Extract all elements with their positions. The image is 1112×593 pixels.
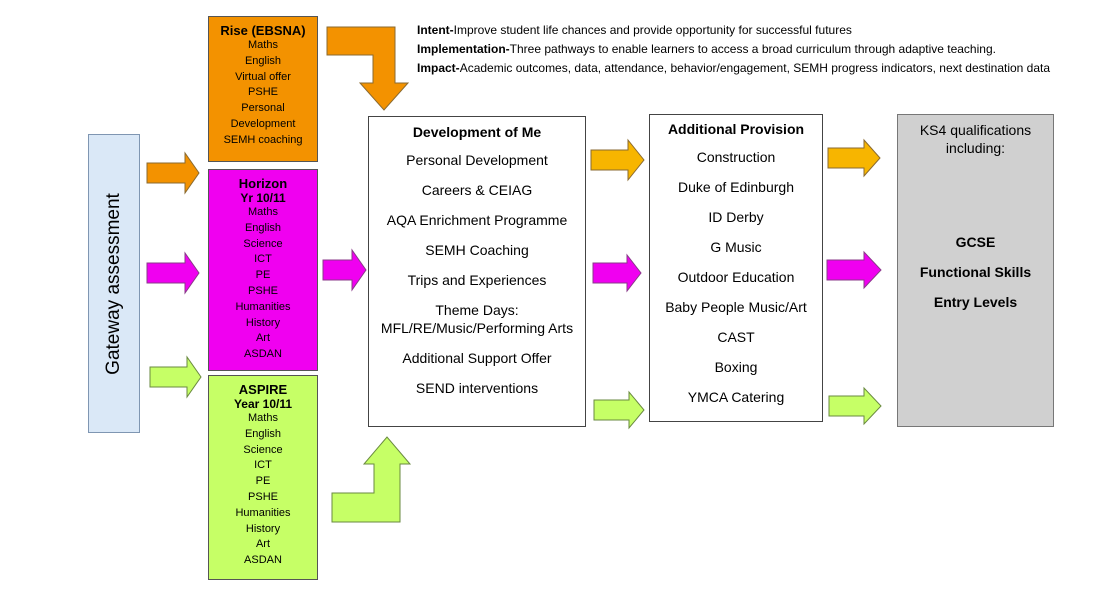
horizon-subtitle: Yr 10/11: [240, 191, 286, 205]
additional-item: YMCA Catering: [687, 389, 785, 405]
implementation-label: Implementation-: [417, 42, 510, 56]
rise-item: Maths: [248, 39, 278, 51]
arrow-development-to-additional-lime: [593, 390, 645, 430]
additional-item: Duke of Edinburgh: [678, 179, 794, 195]
intent-text: Improve student life chances and provide…: [453, 23, 852, 37]
horizon-pathway-box: Horizon Yr 10/11 Maths English Science I…: [208, 169, 318, 371]
ks4-qualification: GCSE: [955, 234, 996, 250]
ks4-qualification-list: GCSE Functional Skills Entry Levels: [898, 227, 1053, 317]
development-item: SEND interventions: [415, 380, 539, 396]
horizon-item: English: [244, 221, 282, 234]
arrow-additional-to-ks4-lime: [828, 386, 882, 426]
horizon-item: Art: [255, 332, 271, 345]
implementation-line: Implementation-Three pathways to enable …: [417, 40, 1050, 59]
aspire-item: History: [245, 522, 281, 535]
gateway-assessment-box: Gateway assessment: [88, 134, 140, 433]
horizon-item: Maths: [248, 206, 278, 218]
additional-item: Baby People Music/Art: [665, 299, 807, 315]
additional-item: ID Derby: [708, 209, 764, 225]
additional-title: Additional Provision: [667, 121, 805, 137]
development-item: Personal Development: [406, 152, 548, 168]
ks4-qualification: Functional Skills: [919, 264, 1032, 280]
additional-item: CAST: [717, 329, 755, 345]
aspire-item: PSHE: [248, 490, 278, 503]
ks4-heading-line2: including:: [945, 140, 1006, 156]
aspire-item: English: [244, 427, 282, 440]
ks4-qualifications-box: KS4 qualifications including: GCSE Funct…: [897, 114, 1054, 427]
horizon-item: ICT: [254, 253, 272, 266]
horizon-item: ASDAN: [244, 348, 282, 361]
arrow-horizon-to-development: [322, 248, 367, 292]
arrow-additional-to-ks4-orange: [827, 138, 881, 178]
additional-item: Outdoor Education: [677, 269, 795, 285]
rise-item: PSHE: [248, 86, 278, 99]
strategy-statement: Intent-Improve student life chances and …: [417, 21, 1050, 78]
rise-title: Rise (EBSNA): [220, 23, 306, 38]
additional-item: G Music: [710, 239, 762, 255]
rise-item: Virtual offer: [235, 70, 291, 83]
additional-provision-box: Additional Provision Construction Duke o…: [649, 114, 823, 422]
implementation-text: Three pathways to enable learners to acc…: [509, 42, 996, 56]
horizon-item: Humanities: [235, 300, 291, 313]
aspire-item: Humanities: [235, 506, 291, 519]
impact-line: Impact-Academic outcomes, data, attendan…: [417, 59, 1050, 78]
arrow-aspire-to-development: [331, 436, 412, 523]
arrow-gateway-to-aspire: [149, 355, 202, 399]
aspire-pathway-box: ASPIRE Year 10/11 Maths English Science …: [208, 375, 318, 580]
arrow-development-to-additional-magenta: [592, 253, 642, 293]
additional-item: Construction: [696, 149, 776, 165]
arrow-additional-to-ks4-magenta: [826, 250, 882, 290]
theme-days-line1: Theme Days:: [435, 302, 519, 318]
rise-item: English: [244, 54, 282, 67]
rise-item: Personal: [241, 102, 285, 115]
intent-label: Intent-: [417, 23, 454, 37]
additional-item: Boxing: [714, 359, 758, 375]
development-of-me-box: Development of Me Personal Development C…: [368, 116, 586, 427]
theme-days-line2: MFL/RE/Music/Performing Arts: [380, 320, 574, 336]
aspire-item: PE: [255, 475, 271, 488]
aspire-item: ICT: [254, 459, 272, 472]
development-item: SEMH Coaching: [425, 242, 529, 258]
ks4-qualification: Entry Levels: [933, 294, 1018, 310]
aspire-item: ASDAN: [244, 554, 282, 567]
arrow-gateway-to-horizon: [146, 251, 200, 295]
ks4-heading-line1: KS4 qualifications: [919, 122, 1032, 138]
horizon-title: Horizon: [238, 176, 288, 191]
aspire-title: ASPIRE: [238, 382, 288, 397]
arrow-gateway-to-rise: [146, 151, 200, 195]
theme-days-item: Theme Days: MFL/RE/Music/Performing Arts: [369, 295, 585, 343]
impact-text: Academic outcomes, data, attendance, beh…: [459, 61, 1051, 75]
aspire-item: Art: [255, 538, 271, 551]
development-item: Trips and Experiences: [407, 272, 547, 288]
horizon-item: PSHE: [248, 284, 278, 297]
aspire-item: Science: [243, 443, 283, 456]
horizon-item: Science: [243, 237, 283, 250]
rise-pathway-box: Rise (EBSNA) Maths English Virtual offer…: [208, 16, 318, 162]
aspire-item: Maths: [248, 412, 278, 424]
horizon-item: PE: [255, 269, 271, 282]
intent-line: Intent-Improve student life chances and …: [417, 21, 1050, 40]
development-title: Development of Me: [412, 124, 542, 140]
rise-item: SEMH coaching: [223, 133, 303, 146]
arrow-development-to-additional-orange: [590, 138, 645, 182]
impact-label: Impact-: [417, 61, 460, 75]
gateway-label: Gateway assessment: [103, 192, 124, 375]
development-item: Additional Support Offer: [402, 350, 552, 366]
horizon-item: History: [245, 316, 281, 329]
development-item: Careers & CEIAG: [421, 182, 533, 198]
aspire-subtitle: Year 10/11: [233, 397, 293, 411]
arrow-rise-to-development: [326, 26, 410, 111]
rise-item: Development: [230, 117, 296, 130]
development-item: AQA Enrichment Programme: [386, 212, 568, 228]
